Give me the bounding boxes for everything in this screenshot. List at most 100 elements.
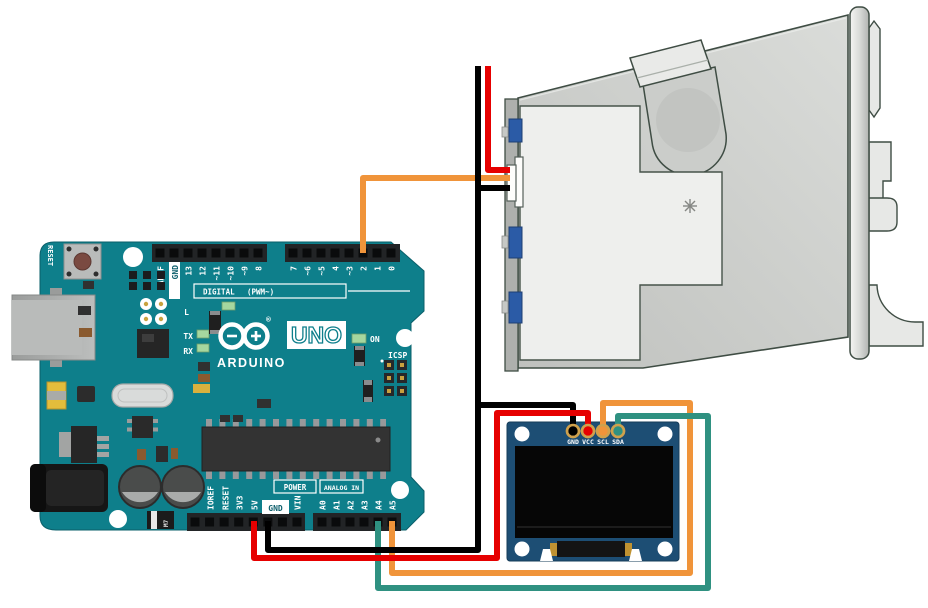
wire-teal-a4-sda [375,413,711,591]
smd-components [46,281,373,463]
oled-ribbon [557,541,625,557]
oled-mounting-holes [514,426,673,557]
power-header [187,513,305,531]
blue-connectors [508,118,523,324]
oled-pin-labels: GND VCC SCL SDA [567,438,624,446]
svg-text:GND: GND [171,265,180,280]
svg-text:POWER: POWER [284,483,307,492]
status-leds: L TX RX [183,301,236,356]
svg-text:13: 13 [185,266,194,276]
arduino-uno: RESET AREF GND 13 12 ~11 ~10 ~9 8 7 ~6 [11,241,425,531]
coin-acceptor-front-panel [519,105,723,361]
gnd-top-box [169,262,180,299]
usb-interface-chip [137,329,169,358]
svg-text:A5: A5 [389,500,398,510]
usb-programming-header [129,271,169,325]
icsp-label: ICSP [388,351,407,360]
svg-text:~5: ~5 [318,266,327,276]
wire-orange-d2-coin [360,175,510,253]
digital-caption-box: DIGITAL (PWM~) [193,283,410,299]
svg-text:~6: ~6 [304,266,313,276]
svg-text:(PWM~): (PWM~) [247,288,274,297]
oled-label-vcc: VCC [582,438,594,446]
svg-text:12: 12 [199,266,208,276]
gnd-bottom-label: GND [268,504,283,513]
svg-text:0: 0 [388,266,397,271]
svg-text:ANALOG IN: ANALOG IN [324,484,359,492]
oled-display: GND VCC SCL SDA [506,421,680,562]
oled-pad-rings [565,423,626,439]
led-l-label: L [184,308,189,317]
oled-label-scl: SCL [597,438,609,446]
wire-red-coin [485,66,510,173]
oled-label-sda: SDA [612,438,624,446]
pcb-notch-right [629,549,642,561]
atmega-chip [201,419,391,479]
m7-diode: M7 [147,511,174,529]
tx-led [196,329,210,339]
oled-label-gnd: GND [567,438,579,446]
svg-text:5V: 5V [251,500,260,510]
ribbon-gold-left [550,543,557,556]
mount-bracket [868,284,924,347]
wire-header-connector [506,156,524,208]
icsp-header: ICSP [380,351,407,396]
power-caption-box: POWER [273,479,317,494]
coin-return-button [868,197,898,232]
svg-text:1: 1 [374,266,383,271]
svg-text:7: 7 [290,266,299,271]
on-ic [354,346,365,366]
connector-nubs [501,126,509,314]
svg-text:~9: ~9 [241,266,250,276]
on-led-group: ON [351,333,380,366]
power-jack [30,464,108,512]
svg-text:~3: ~3 [346,266,355,276]
svg-text:2: 2 [360,266,369,271]
svg-text:A1: A1 [333,500,342,510]
ribbon-gold-right [625,543,632,556]
analog-pin-labels: A0 A1 A2 A3 A4 A5 [319,500,398,510]
chip-marking [142,334,154,342]
led-tx-label: TX [183,332,193,341]
coin-acceptor [501,6,924,372]
svg-text:DIGITAL: DIGITAL [203,288,235,297]
svg-text:A2: A2 [347,500,356,510]
analog-caption-box: ANALOG IN [319,479,364,494]
coin-return-block [868,141,892,200]
electrolytic-capacitors [118,465,205,509]
pcb-notch-left [540,549,553,561]
faceplate [849,6,870,360]
svg-text:3V3: 3V3 [236,495,245,510]
model-badge: UNO [287,321,346,349]
rx-led [196,343,210,353]
usb-port [11,288,96,367]
wire-orange-a5-scl [389,400,693,576]
power-pin-labels: IOREF RESET 3V3 5V GND VIN [207,486,303,514]
on-label: ON [370,335,380,344]
brand-label: ARDUINO [217,356,286,370]
led-rx-label: RX [183,347,193,356]
svg-text:~10: ~10 [227,266,236,281]
model-label: UNO [291,322,342,348]
svg-text:IOREF: IOREF [207,486,216,510]
gnd-bottom-box [262,500,289,514]
coin [656,88,720,152]
digital-header-left [152,244,267,262]
l-led [221,301,236,311]
svg-text:A0: A0 [319,500,328,510]
digital-pin-labels: AREF GND 13 12 ~11 ~10 ~9 8 7 ~6 ~5 4 ~3… [157,262,397,299]
wire-black-gnd [265,66,576,553]
board-mounting-holes [109,247,414,528]
wire-red-5v-vcc [251,410,591,561]
screw-icon [683,199,697,213]
on-led [351,333,367,344]
svg-text:VIN: VIN [294,495,303,510]
svg-text:A4: A4 [375,500,384,510]
coin-slot-line [636,59,709,79]
svg-text:~11: ~11 [213,266,222,281]
svg-text:4: 4 [332,266,341,271]
diode-label: M7 [163,519,170,527]
digital-header-right [285,244,400,262]
